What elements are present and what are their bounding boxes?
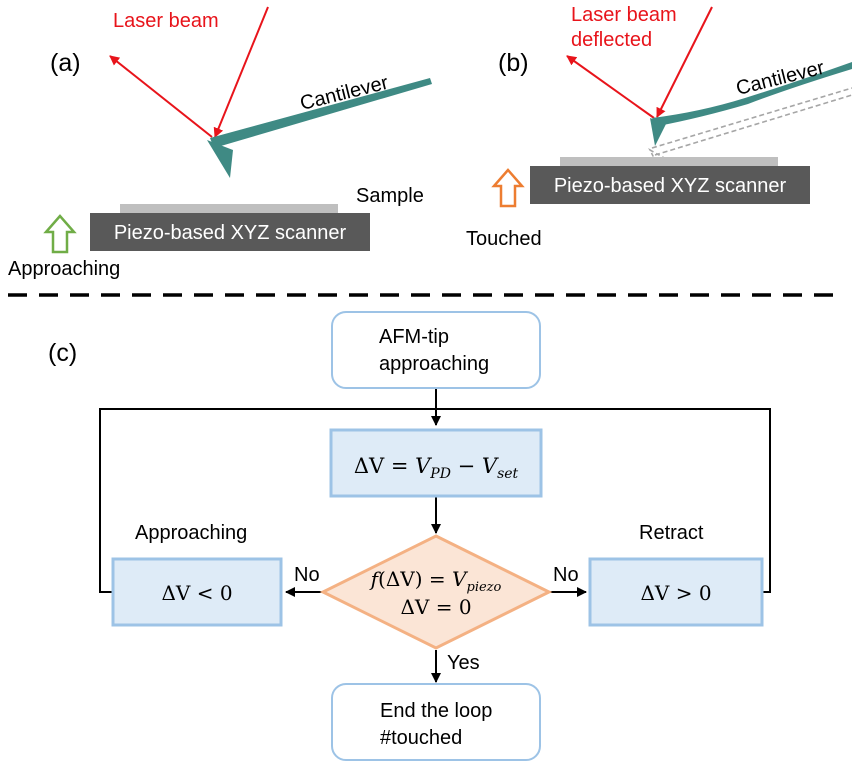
flow-no-left: No [294,564,320,586]
calc-v1: V [415,454,432,478]
flow-decision-line2: ΔV = 0 [400,595,471,619]
flow-decision-line1: f(ΔV) = Vpiezo [369,567,502,595]
flow-left-box-text: ΔV < 0 [161,581,232,605]
panel-a-letter: (a) [50,49,81,77]
flow-end-label-2: #touched [380,727,462,749]
flow-end-label-1: End the loop [380,700,492,722]
panel-b-laser-reflected [566,55,655,119]
flow-start-label-2: approaching [379,353,489,375]
panel-b: (b) Laser beam deflected Cantilever Piez… [466,4,852,250]
connector-left-loop [99,408,436,593]
calc-delta: ΔV [354,454,385,478]
calc-minus: − [451,454,482,478]
decision-paren-close: ) [415,567,423,591]
flow-decision-diamond [319,534,553,650]
panel-a-scanner [90,213,370,251]
panel-b-letter: (b) [498,49,529,77]
panel-b-scanner [530,166,810,204]
panel-b-status: Touched [466,228,542,250]
panel-a: (a) Laser beam Cantilever Sample Piezo-b… [8,6,432,280]
flow-right-heading: Retract [639,522,704,544]
flow-yes: Yes [447,652,480,674]
calc-sub-set: set [497,466,518,482]
panel-b-cantilever [652,62,852,126]
calc-eq: = [384,454,415,478]
decision-v: V [452,567,469,591]
decision-eq: = [423,567,452,591]
panel-a-cantilever [210,78,432,148]
panel-a-status: Approaching [8,258,120,280]
flow-calc-box [329,428,543,498]
decision-paren-open: ( [378,567,386,591]
flow-end-node [331,683,541,761]
panel-b-sample [560,157,778,166]
panel-b-cantilever-label: Cantilever [734,57,827,100]
panel-a-laser-reflected [109,55,213,138]
flow-start-node [331,311,541,389]
panel-c-letter: (c) [48,339,77,367]
flow-calc-formula: ΔV = VPD − Vset [354,454,519,482]
panel-a-tip [207,140,233,178]
flow-left-heading: Approaching [135,522,247,544]
calc-v2: V [482,454,499,478]
calc-sub-pd: PD [429,466,451,482]
decision-sub-piezo: piezo [467,580,502,595]
flow-start-label-1: AFM-tip [379,326,449,348]
flow-right-box-text: ΔV > 0 [640,581,711,605]
panel-a-sample-label: Sample [356,185,424,207]
panel-a-scanner-label: Piezo-based XYZ scanner [114,222,347,244]
flow-left-box [111,557,283,627]
flow-right-box [588,557,764,627]
panel-b-laser-incoming [656,6,713,118]
panel-b-laser-label-1: Laser beam [571,4,677,26]
decision-delta: ΔV [386,567,415,591]
flow-no-right: No [553,564,579,586]
panel-a-sample [120,204,338,213]
panel-b-laser-label-2: deflected [571,29,652,51]
panel-a-laser-label: Laser beam [113,10,219,32]
panel-a-approach-arrow-icon [43,214,77,254]
panel-a-laser-incoming [213,6,269,138]
panel-c: (c) AFM-tip approaching ΔV = VPD − Vset … [48,311,771,761]
connector-right-loop [436,408,771,593]
panel-b-touch-arrow-icon [491,168,525,208]
panel-b-ghost-cantilever [651,87,852,156]
panel-b-tip [650,118,666,146]
panel-b-scanner-label: Piezo-based XYZ scanner [554,175,787,197]
